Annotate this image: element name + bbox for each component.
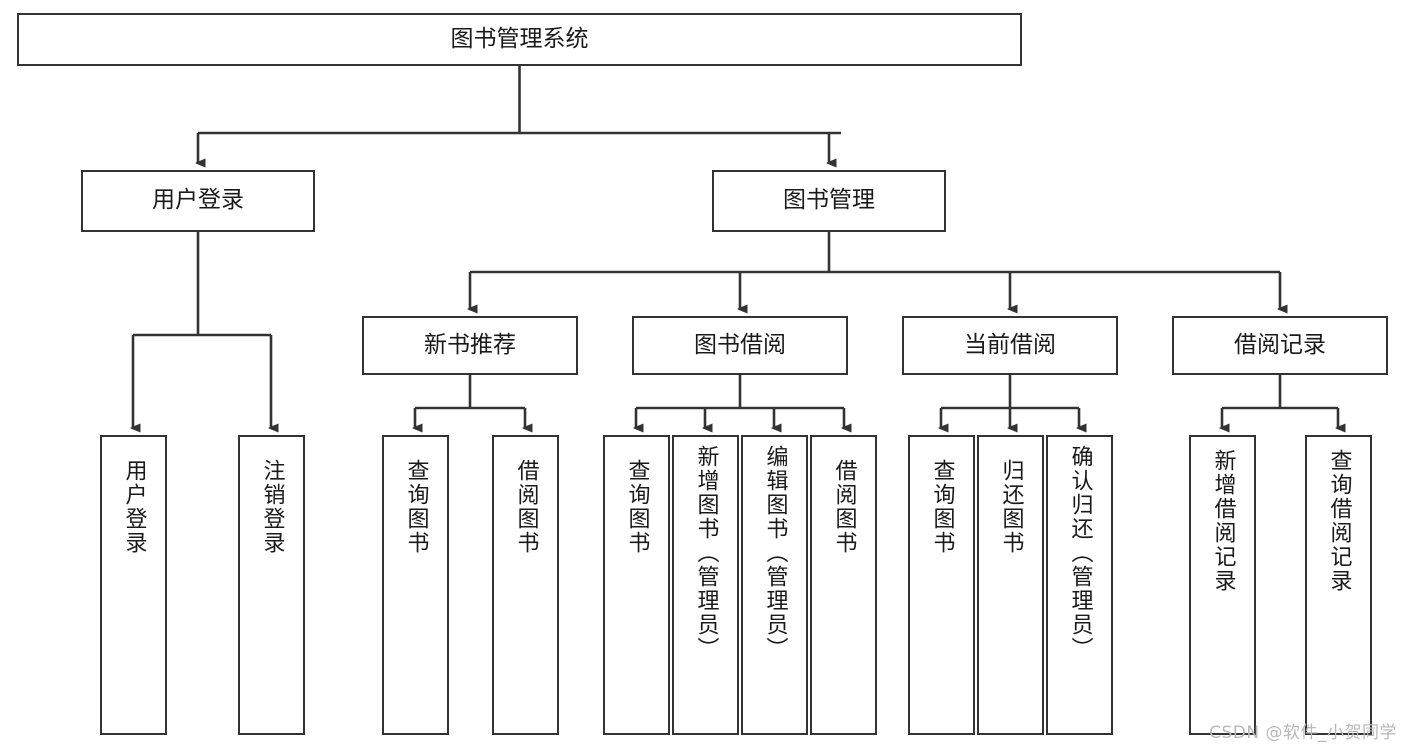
node-leaf-user-login-label: 用户登录 — [121, 459, 147, 555]
node-leaf-query-book-1-label: 查询图书 — [403, 459, 429, 555]
node-leaf-add-book[interactable]: 新增图书（管理员） — [672, 435, 739, 735]
node-leaf-confirm-return[interactable]: 确认归还（管理员） — [1046, 435, 1113, 735]
node-leaf-return-book-label: 归还图书 — [998, 459, 1024, 555]
node-leaf-query-record-label: 查询借阅记录 — [1326, 449, 1352, 593]
node-leaf-edit-book-label: 编辑图书（管理员） — [762, 445, 788, 661]
node-leaf-add-record[interactable]: 新增借阅记录 — [1189, 435, 1256, 735]
node-leaf-query-book-3[interactable]: 查询图书 — [908, 435, 975, 735]
node-new-book-recommend-label: 新书推荐 — [424, 331, 516, 358]
node-leaf-query-book-2[interactable]: 查询图书 — [603, 435, 670, 735]
node-new-book-recommend[interactable]: 新书推荐 — [362, 316, 578, 375]
node-leaf-borrow-book-1[interactable]: 借阅图书 — [492, 435, 559, 735]
node-user-login-label: 用户登录 — [152, 187, 244, 214]
node-user-login[interactable]: 用户登录 — [81, 170, 315, 232]
node-leaf-query-book-1[interactable]: 查询图书 — [382, 435, 449, 735]
node-leaf-user-logout[interactable]: 注销登录 — [238, 435, 305, 735]
node-leaf-query-record[interactable]: 查询借阅记录 — [1305, 435, 1372, 735]
node-leaf-edit-book[interactable]: 编辑图书（管理员） — [741, 435, 808, 735]
node-borrow-record[interactable]: 借阅记录 — [1172, 316, 1388, 375]
node-leaf-add-record-label: 新增借阅记录 — [1210, 449, 1236, 593]
node-book-management-label: 图书管理 — [783, 187, 875, 214]
node-leaf-query-book-3-label: 查询图书 — [929, 459, 955, 555]
node-leaf-borrow-book-1-label: 借阅图书 — [513, 459, 539, 555]
node-book-management[interactable]: 图书管理 — [712, 170, 946, 232]
node-leaf-return-book[interactable]: 归还图书 — [977, 435, 1044, 735]
node-leaf-user-logout-label: 注销登录 — [259, 459, 285, 555]
node-leaf-add-book-label: 新增图书（管理员） — [693, 445, 719, 661]
node-current-borrow[interactable]: 当前借阅 — [902, 316, 1118, 375]
node-book-borrow-label: 图书借阅 — [694, 331, 786, 358]
node-leaf-borrow-book-2[interactable]: 借阅图书 — [810, 435, 877, 735]
node-root[interactable]: 图书管理系统 — [17, 13, 1022, 66]
node-leaf-user-login[interactable]: 用户登录 — [100, 435, 167, 735]
node-leaf-borrow-book-2-label: 借阅图书 — [831, 459, 857, 555]
node-book-borrow[interactable]: 图书借阅 — [632, 316, 848, 375]
node-leaf-query-book-2-label: 查询图书 — [624, 459, 650, 555]
node-leaf-confirm-return-label: 确认归还（管理员） — [1067, 445, 1093, 661]
node-root-label: 图书管理系统 — [450, 25, 589, 52]
node-current-borrow-label: 当前借阅 — [964, 331, 1056, 358]
node-borrow-record-label: 借阅记录 — [1234, 331, 1326, 358]
csdn-watermark: CSDN @软件_小贺同学 — [1209, 723, 1397, 743]
